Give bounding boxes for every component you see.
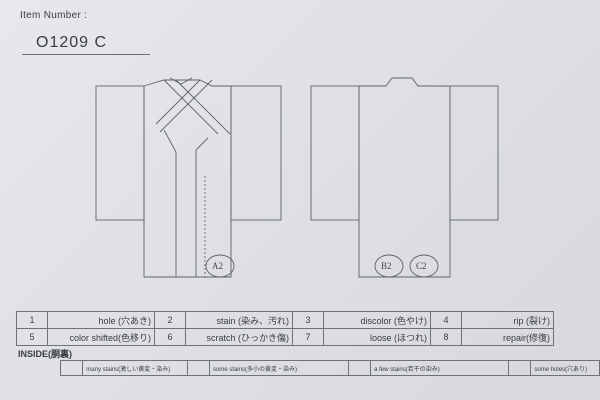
kimono-back-outline bbox=[310, 77, 499, 278]
table-row: 1 hole (穴あき) 2 stain (染み、汚れ) 3 discolor … bbox=[16, 311, 554, 329]
defect-legend-table: 1 hole (穴あき) 2 stain (染み、汚れ) 3 discolor … bbox=[16, 311, 554, 346]
legend-label: repair(修復) bbox=[461, 328, 554, 346]
mark-a2: A2 bbox=[212, 261, 223, 271]
legend-num: 6 bbox=[154, 328, 186, 346]
legend-label: stain (染み、汚れ) bbox=[185, 311, 293, 329]
inside-checkbox[interactable] bbox=[347, 360, 372, 376]
inside-item-label: some holes(穴あり) bbox=[530, 360, 600, 376]
legend-num: 1 bbox=[16, 311, 48, 329]
legend-num: 2 bbox=[154, 311, 186, 329]
inside-checkbox[interactable] bbox=[59, 360, 84, 376]
inside-section-title: INSIDE(胴裏) bbox=[18, 349, 73, 359]
inside-item-label: a few stains(若干の染み) bbox=[370, 360, 510, 376]
inside-checkbox[interactable] bbox=[186, 360, 210, 376]
legend-num: 5 bbox=[16, 328, 48, 346]
legend-label: discolor (色やけ) bbox=[323, 311, 431, 329]
legend-num: 4 bbox=[430, 311, 462, 329]
legend-num: 7 bbox=[292, 328, 324, 346]
inside-condition-table: many stains(激しい黄変・染み) some stains(多小の黄変・… bbox=[59, 360, 600, 376]
legend-label: rip (裂け) bbox=[461, 311, 554, 329]
inside-item-label: some stains(多小の黄変・染み) bbox=[208, 360, 349, 376]
legend-label: scratch (ひっかき傷) bbox=[185, 328, 293, 346]
table-row: 5 color shifted(色移り) 6 scratch (ひっかき傷) 7… bbox=[16, 328, 554, 346]
table-row: many stains(激しい黄変・染み) some stains(多小の黄変・… bbox=[59, 360, 600, 376]
mark-b2-circle bbox=[374, 254, 404, 278]
mark-b2: B2 bbox=[381, 261, 392, 271]
kimono-front-outline bbox=[95, 77, 282, 278]
legend-label: color shifted(色移り) bbox=[47, 328, 155, 346]
item-number-label: Item Number : bbox=[20, 10, 88, 21]
item-number-underline bbox=[22, 54, 150, 55]
legend-label: loose (ほつれ) bbox=[323, 328, 431, 346]
mark-a2-circle bbox=[205, 254, 235, 278]
mark-c2: C2 bbox=[416, 261, 427, 271]
legend-num: 3 bbox=[292, 311, 324, 329]
inside-item-label: many stains(激しい黄変・染み) bbox=[82, 360, 188, 376]
legend-label: hole (穴あき) bbox=[47, 311, 155, 329]
inside-checkbox[interactable] bbox=[508, 360, 532, 376]
legend-num: 8 bbox=[430, 328, 462, 346]
item-number-value: O1209 C bbox=[36, 34, 108, 51]
mark-c2-circle bbox=[409, 254, 439, 278]
